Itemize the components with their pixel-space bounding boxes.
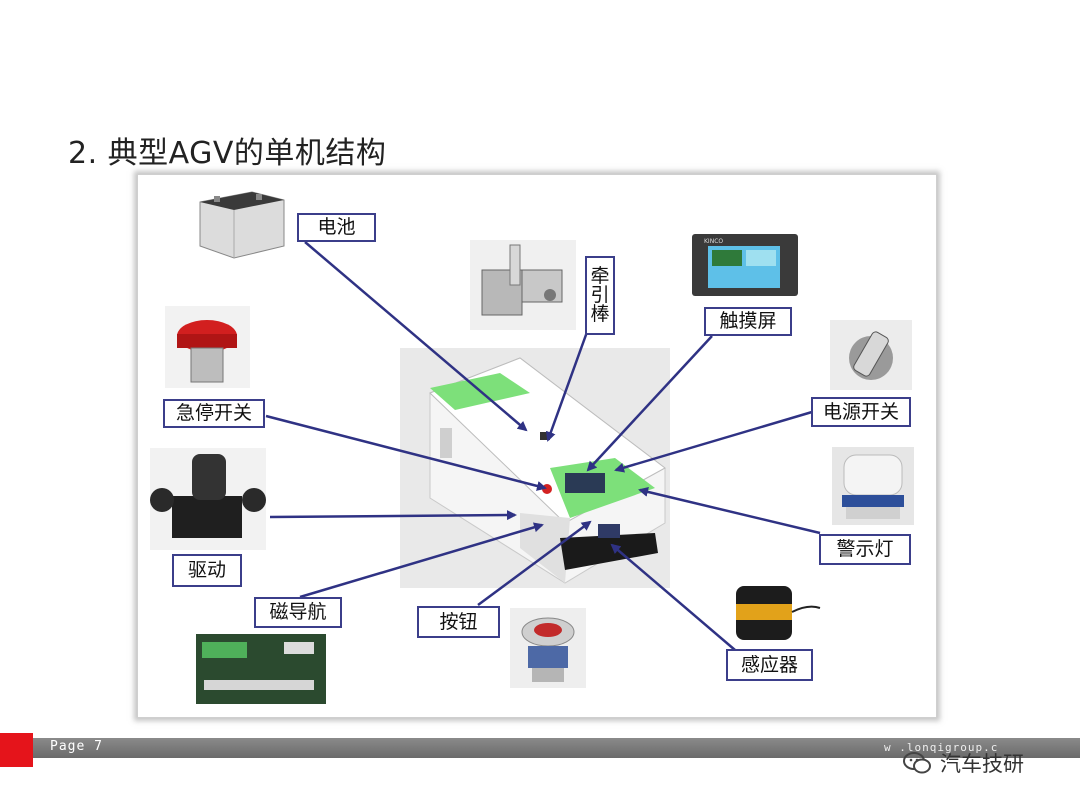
- touchscreen-image: KINCO: [692, 234, 798, 296]
- wechat-watermark: 汽车技研: [902, 748, 1024, 778]
- arrow-touchscreen: [586, 335, 713, 472]
- label-power-switch: 电源开关: [811, 397, 911, 427]
- page-number: Page 7: [50, 739, 103, 754]
- arrow-tow-bar: [546, 331, 589, 442]
- label-tow-bar: 牵 引 棒: [585, 256, 615, 335]
- wechat-icon: [903, 752, 931, 774]
- sensor-image: [736, 586, 821, 640]
- warning-light-image: [832, 447, 914, 525]
- label-touchscreen: 触摸屏: [704, 307, 792, 336]
- label-warning-light: 警示灯: [819, 534, 911, 565]
- page-title: 2. 典型AGV的单机结构: [68, 136, 387, 171]
- arrow-magnetic-nav: [299, 522, 544, 599]
- label-estop: 急停开关: [163, 399, 265, 428]
- arrow-sensor: [610, 543, 736, 651]
- footer-red-block: [0, 733, 33, 767]
- label-sensor: 感应器: [726, 649, 813, 681]
- label-tow-bar-char-3: 棒: [590, 303, 610, 325]
- estop-image: [165, 306, 250, 388]
- label-tow-bar-char-2: 引: [590, 284, 610, 306]
- label-drive: 驱动: [172, 554, 242, 587]
- arrow-estop: [265, 414, 547, 491]
- footer-website: w .lonqigroup.c: [884, 741, 999, 754]
- arrow-warning-light: [638, 486, 821, 535]
- label-button: 按钮: [417, 606, 500, 638]
- tow-bar-image: [470, 240, 576, 330]
- power-switch-image: [830, 320, 912, 390]
- label-tow-bar-char-1: 牵: [590, 265, 610, 287]
- battery-image: [199, 191, 285, 259]
- footer-band: [0, 738, 1080, 758]
- label-battery: 电池: [297, 213, 376, 242]
- magnetic-nav-image: [196, 634, 326, 704]
- label-magnetic-nav: 磁导航: [254, 597, 342, 628]
- button-image: [510, 608, 586, 688]
- arrow-drive: [269, 510, 517, 521]
- touchscreen-brand: KINCO: [704, 238, 723, 245]
- arrow-battery: [304, 241, 528, 432]
- drive-image: [150, 448, 266, 550]
- arrow-power-switch: [614, 410, 813, 473]
- arrow-button: [477, 520, 592, 607]
- brand-text: 汽车技研: [940, 752, 1024, 776]
